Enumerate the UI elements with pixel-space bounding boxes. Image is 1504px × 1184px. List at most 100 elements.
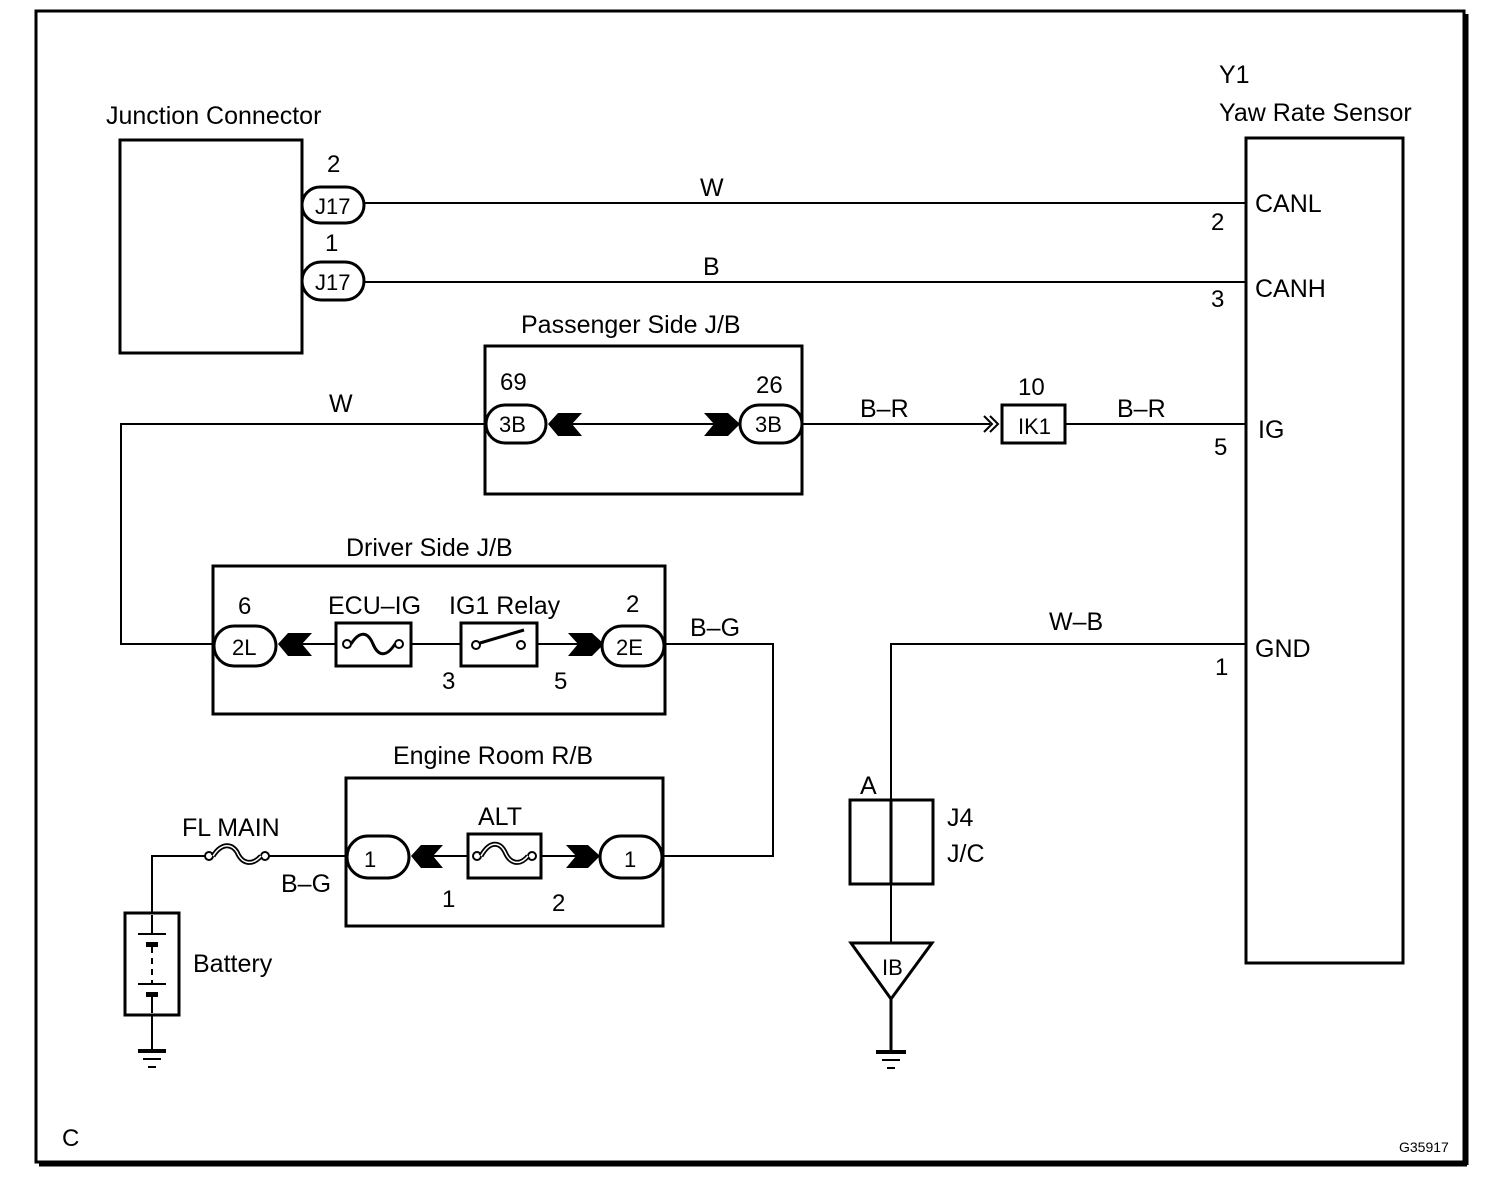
sensor-pin-name: CANH	[1255, 275, 1326, 303]
wire-color-fl-erb: B–G	[281, 870, 331, 898]
female-terminal-icon	[411, 845, 443, 868]
pin-number: 26	[756, 372, 783, 399]
pin-number: 2	[552, 890, 565, 917]
j4-id: J4	[947, 804, 974, 832]
sensor-pin-name: IG	[1258, 416, 1284, 444]
connector-code: J17	[315, 270, 350, 295]
connector-code: 3B	[755, 412, 782, 437]
connector-code: 2E	[616, 635, 643, 660]
sensor-body	[1244, 136, 1405, 965]
fusible-link-inner	[212, 845, 262, 864]
passenger-side-jb: Passenger Side J/B 69 3B 26 3B	[483, 311, 804, 496]
wire-color-ig-feed: W	[329, 390, 353, 418]
fuse-terminal-icon	[204, 851, 214, 861]
junction-connector-title: Junction Connector	[106, 102, 321, 130]
female-terminal-icon	[278, 633, 312, 656]
connector-oval	[345, 834, 411, 880]
wire-color-ik1-sensor: B–R	[1117, 395, 1166, 423]
junction-connector: Junction Connector	[106, 102, 321, 355]
corner-label: C	[62, 1125, 79, 1152]
ground-point-ib: IB	[848, 941, 935, 1002]
fuse-terminal-icon	[342, 639, 352, 649]
connector-ik1: 10 IK1	[1000, 374, 1067, 445]
connector-code: 3B	[499, 412, 526, 437]
battery-cell-plate	[146, 992, 158, 997]
wire-color-canh: B	[703, 253, 720, 281]
pin-number: 6	[238, 593, 251, 620]
pin-number: 5	[554, 668, 567, 695]
junction-connector-j4: A J4 J/C	[848, 772, 985, 886]
connector-oval	[212, 624, 278, 668]
connector-oval	[600, 624, 666, 668]
wire-color-djb-erb: B–G	[690, 614, 740, 642]
ground-point-triangle-icon	[848, 941, 935, 1002]
ground-icon	[876, 1050, 906, 1069]
junction-connector-body	[118, 138, 304, 355]
sensor-title: Yaw Rate Sensor	[1219, 99, 1412, 127]
wire-battery-to-fl	[151, 855, 205, 913]
connector-j17-pin2: 2 J17	[300, 151, 366, 225]
j4-pin: A	[860, 772, 877, 800]
fuse-terminal-icon	[394, 639, 404, 649]
fl-main-fuse: FL MAIN B–G	[182, 814, 346, 898]
connector-code: 1	[624, 847, 636, 872]
connector-oval	[300, 185, 366, 225]
pin-number: 2	[626, 591, 639, 618]
sensor-pin-number: 2	[1211, 209, 1224, 236]
wire-color-gnd: W–B	[1049, 608, 1103, 636]
passenger-jb-title: Passenger Side J/B	[521, 311, 741, 339]
figure-id: G35917	[1399, 1139, 1449, 1155]
pin-number: 69	[500, 369, 527, 396]
wire-ig-feed	[120, 423, 486, 645]
relay-terminal-icon	[471, 640, 481, 650]
sensor-id: Y1	[1219, 61, 1250, 89]
connector-j17-pin1: 1 J17	[300, 230, 366, 302]
connector-code: J17	[315, 194, 350, 219]
connector-arrow-icon	[983, 415, 994, 433]
pin-number: 2	[327, 151, 340, 178]
relay-terminal-icon	[516, 640, 526, 650]
male-terminal-icon	[704, 413, 740, 436]
sensor-pin-number: 3	[1211, 286, 1224, 313]
pin-number: 1	[442, 886, 455, 913]
sensor-pin-name: GND	[1255, 635, 1311, 663]
battery-cell-plate	[146, 942, 158, 947]
relay-switch-icon	[479, 628, 525, 645]
sensor-pin-name: CANL	[1255, 190, 1322, 218]
sensor-pin-number: 5	[1214, 434, 1227, 461]
connector-code: IK1	[1018, 414, 1051, 439]
fuse-terminal-icon	[260, 851, 270, 861]
ground-point-label: IB	[882, 955, 903, 980]
j4-type: J/C	[947, 840, 985, 868]
pin-number: 3	[442, 668, 455, 695]
yaw-rate-sensor: Y1 Yaw Rate Sensor CANL 2 CANH 3 IG 5 GN…	[1211, 61, 1412, 965]
fuse-terminal-icon	[527, 851, 537, 861]
connector-code: 1	[364, 847, 376, 872]
driver-jb-title: Driver Side J/B	[346, 534, 513, 562]
female-terminal-icon	[548, 413, 582, 436]
relay-label: IG1 Relay	[449, 592, 561, 620]
battery: Battery	[123, 911, 273, 1017]
wire-color-canl: W	[700, 174, 724, 202]
battery-title: Battery	[193, 950, 273, 978]
male-terminal-icon	[568, 633, 604, 656]
pin-number: 10	[1018, 374, 1045, 401]
sensor-pin-number: 1	[1215, 654, 1228, 681]
engine-room-rb: Engine Room R/B 1 ALT 1 2 1	[344, 742, 665, 928]
male-terminal-icon	[566, 845, 600, 868]
wire-gnd	[890, 643, 1246, 943]
fuse-label: ALT	[478, 803, 522, 831]
wire-djb-to-erb	[662, 643, 774, 857]
fuse-label: ECU–IG	[328, 592, 421, 620]
connector-oval	[598, 834, 664, 880]
fusible-link-inner	[480, 843, 529, 864]
diagram-frame	[34, 9, 1466, 1164]
connector-code: 2L	[232, 635, 256, 660]
engine-room-rb-title: Engine Room R/B	[393, 742, 593, 770]
ground-icon	[138, 1049, 166, 1068]
driver-side-jb: Driver Side J/B 6 2L ECU–IG IG1 Relay 3 …	[211, 534, 667, 716]
connector-arrow-icon	[989, 415, 1000, 433]
fuse-icon	[349, 632, 397, 656]
pin-number: 1	[325, 230, 338, 257]
